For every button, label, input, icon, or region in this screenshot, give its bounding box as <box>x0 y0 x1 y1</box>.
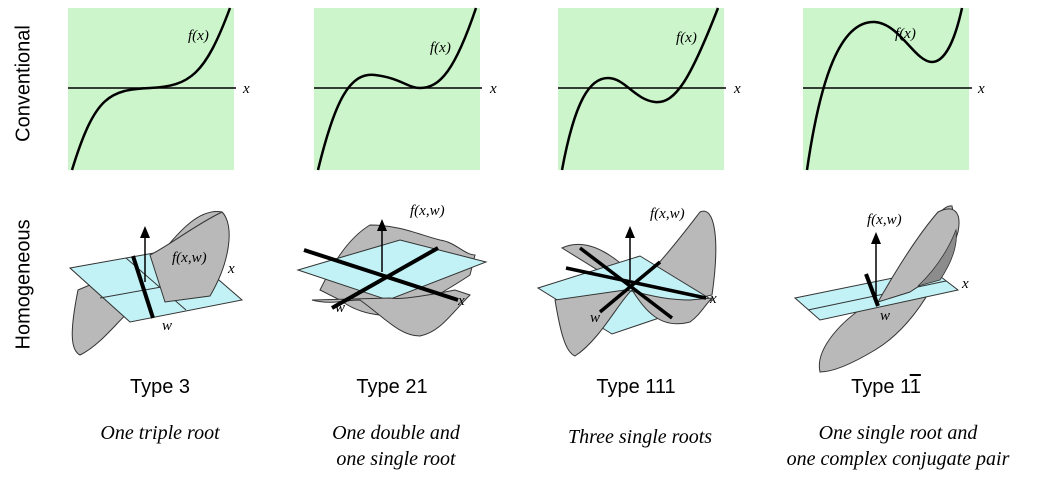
label-w: w <box>335 300 345 316</box>
curve-fx <box>805 7 964 171</box>
curve-fx <box>560 7 720 171</box>
label-fx: f(x) <box>188 28 209 44</box>
label-fx: f(x) <box>895 26 916 42</box>
curve-fx <box>70 7 232 171</box>
surface-shadow <box>917 228 957 287</box>
xw-plane <box>296 239 488 301</box>
label-x: x <box>242 81 250 97</box>
label-fxw: f(x,w) <box>172 250 207 266</box>
label-x: x <box>733 81 741 97</box>
plot-background <box>558 8 724 170</box>
label-x: x <box>489 81 497 97</box>
label-w: w <box>590 310 600 326</box>
label-x: x <box>457 293 465 309</box>
label-x: x <box>977 81 985 97</box>
panel-homogeneous-type-1-1bar: f(x,w) x w <box>793 205 969 373</box>
plot-background <box>314 8 480 170</box>
surface-lower <box>554 289 714 357</box>
description-type-3: One triple root <box>100 422 220 444</box>
type-label-21: Type 21 <box>356 376 428 398</box>
panel-conventional-type-3: f(x) x <box>68 7 250 171</box>
label-x: x <box>709 291 717 307</box>
description-type-21: One double and one single root <box>332 422 460 470</box>
root-line <box>864 273 880 307</box>
root-line-3 <box>578 246 674 320</box>
panel-homogeneous-type-3: f(x,w) x w <box>68 211 244 356</box>
panel-conventional-type-1-1bar: f(x) x <box>803 7 985 171</box>
fxw-arrow-head <box>625 226 635 238</box>
surface-lower <box>311 289 471 337</box>
label-fxw: f(x,w) <box>410 203 445 219</box>
fxw-arrow-head <box>871 232 881 244</box>
root-line-single <box>331 246 439 310</box>
label-x: x <box>961 276 969 292</box>
label-fx: f(x) <box>430 40 451 56</box>
fxw-arrow-head <box>140 226 150 238</box>
description-type-1-1bar: One single root and one complex conjugat… <box>786 422 1010 470</box>
root-line-double <box>303 248 459 302</box>
plot-background <box>803 8 969 170</box>
label-fx: f(x) <box>676 30 697 46</box>
surface-front <box>149 211 230 303</box>
description-type-111: Three single roots <box>567 426 713 448</box>
label-w: w <box>162 318 172 334</box>
w-axis-line <box>807 280 947 311</box>
fxw-arrow-head <box>377 219 387 231</box>
label-fxw: f(x,w) <box>650 206 685 222</box>
panel-conventional-type-21: f(x) x <box>314 7 497 171</box>
panel-homogeneous-type-111: f(x,w) x w <box>536 206 717 357</box>
panel-conventional-type-111: f(x) x <box>558 7 741 171</box>
type-label-111: Type 111 <box>596 376 676 398</box>
curve-fx <box>316 7 478 171</box>
root-line <box>131 255 155 319</box>
label-fxw: f(x,w) <box>867 212 902 228</box>
label-x: x <box>227 261 235 277</box>
label-w: w <box>880 308 890 324</box>
panel-homogeneous-type-21: f(x,w) x w <box>296 203 488 337</box>
type-label-1-1bar: Type 11 <box>851 376 921 398</box>
type-label-3: Type 3 <box>129 376 191 398</box>
